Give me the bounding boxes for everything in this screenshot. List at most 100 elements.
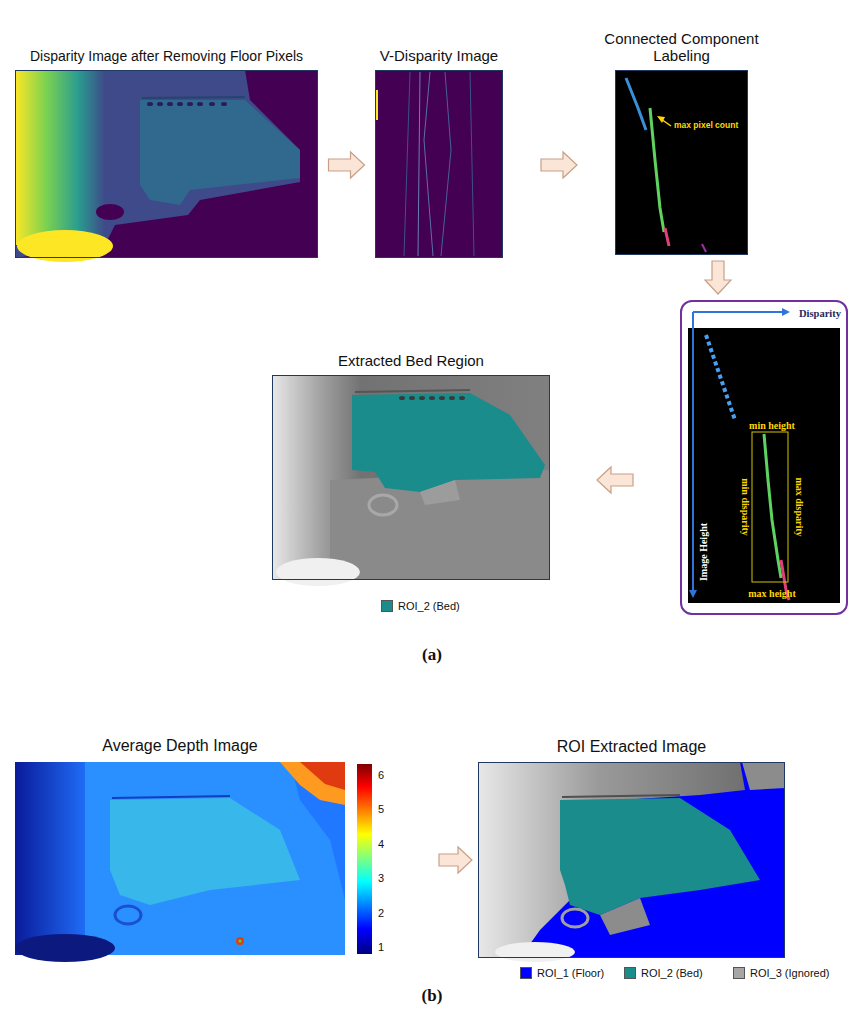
disparity-image-part [140, 100, 300, 205]
image-panel: Connected Component Labelingmax pixel co… [615, 70, 748, 255]
depth-image-part [15, 762, 345, 955]
annotation: min height [749, 420, 795, 432]
v-disparity-image [375, 70, 503, 258]
bed-region-image-part [420, 480, 460, 505]
panel-label: (a) [422, 645, 442, 665]
bed-region-image-part-part [429, 396, 435, 400]
axis-label: Image Height [698, 523, 710, 581]
bed-region-image-part-part [449, 396, 455, 400]
legend-swatch [381, 600, 393, 612]
bed-region-image-part-part [419, 396, 425, 400]
disparity-image-part-part [197, 102, 203, 106]
bed-region-image-part [399, 396, 465, 400]
disparity-image-part [15, 70, 105, 245]
disparity-image [15, 70, 318, 262]
depth-image [15, 762, 345, 962]
depth-image-part [112, 796, 230, 798]
v-disparity-image-part [441, 72, 451, 256]
zoom-image-part [680, 300, 848, 615]
axis-label: Disparity [799, 308, 841, 320]
panel-title: Disparity Image after Removing Floor Pix… [9, 48, 325, 64]
bed-region-image-part [352, 393, 545, 492]
bed-region-image-part [330, 470, 550, 580]
zoom-image-part [752, 432, 788, 582]
legend-swatch [520, 967, 532, 979]
depth-image-part [115, 906, 141, 924]
roi-image-part [600, 898, 650, 935]
depth-image-part [280, 762, 345, 805]
image-panel: Disparity Image after Removing Floor Pix… [15, 70, 318, 258]
bed-region-image-part [355, 390, 470, 392]
disparity-image-part-part [147, 102, 153, 106]
colorbar [357, 764, 372, 954]
panel-label: (b) [422, 986, 443, 1006]
zoom-image-part [706, 335, 735, 420]
labeling-image-part [665, 228, 669, 246]
labeling-image-part [657, 116, 665, 123]
zoom-image-part [692, 312, 694, 592]
v-disparity-image-part [470, 72, 474, 256]
zoom-image [680, 300, 848, 615]
disparity-image-part [15, 70, 318, 258]
depth-image-part [15, 762, 85, 955]
disparity-image-part-part [209, 102, 215, 106]
colorbar-tick: 3 [378, 872, 384, 885]
disparity-image-part [147, 102, 227, 106]
bed-region-image-part-part [399, 396, 405, 400]
v-disparity-image-part [404, 72, 410, 256]
zoom-image-part [782, 308, 790, 316]
annotation: max disparity [793, 477, 805, 536]
bed-region-image-part-part [459, 396, 465, 400]
roi-image-part [742, 762, 785, 790]
labeling-image-part [702, 244, 706, 252]
colorbar-tick: 1 [378, 941, 384, 954]
zoom-image-part [764, 434, 781, 578]
colorbar-tick: 6 [378, 769, 384, 782]
depth-image-part [85, 762, 345, 955]
disparity-image-part-part [221, 102, 227, 106]
bed-region-image-part [272, 375, 550, 580]
image-panel: Extracted Bed Region [272, 375, 550, 580]
roi-image [478, 762, 785, 962]
depth-image-part [239, 940, 242, 943]
bed-region-image [272, 375, 550, 586]
image-panel: Average Depth Image [15, 762, 345, 955]
zoom-panel: DisparityImage Heightmin heightmin dispa… [680, 300, 848, 615]
colorbar-tick: 5 [378, 803, 384, 816]
flow-arrow [705, 261, 731, 294]
bed-region-image-part [369, 495, 397, 515]
legend-swatch [624, 967, 636, 979]
panel-title: Extracted Bed Region [281, 352, 541, 369]
v-disparity-image-part [418, 72, 420, 256]
roi-image-part [562, 795, 680, 797]
depth-image-part [15, 934, 115, 962]
bed-region-image-part [276, 558, 360, 586]
panel-title: Connected Component Labeling [597, 30, 767, 65]
panel-title: Average Depth Image [50, 737, 310, 755]
colorbar-tick: 4 [378, 838, 384, 851]
colorbar-tick: 2 [378, 907, 384, 920]
v-disparity-image-part [424, 72, 433, 256]
depth-image-part [236, 937, 244, 945]
zoom-image-part [693, 311, 784, 313]
legend-text: ROI_2 (Bed) [641, 967, 703, 980]
zoom-image-part [689, 590, 697, 598]
labeling-image-part [650, 108, 664, 232]
disparity-image-part-part [187, 102, 193, 106]
disparity-image-part [96, 204, 124, 220]
panel-title: ROI Extracted Image [502, 738, 762, 756]
image-panel: ROI Extracted Image [478, 762, 785, 958]
callout-text: max pixel count [674, 121, 738, 131]
flow-arrow [439, 847, 472, 873]
flow-arrow [329, 152, 365, 178]
disparity-image-part-part [177, 102, 183, 106]
legend-swatch [733, 967, 745, 979]
legend-text: ROI_2 (Bed) [398, 600, 460, 613]
flow-arrow [597, 467, 633, 493]
flow-arrow [541, 152, 577, 178]
annotation: max height [748, 588, 796, 600]
bed-region-image-part-part [439, 396, 445, 400]
